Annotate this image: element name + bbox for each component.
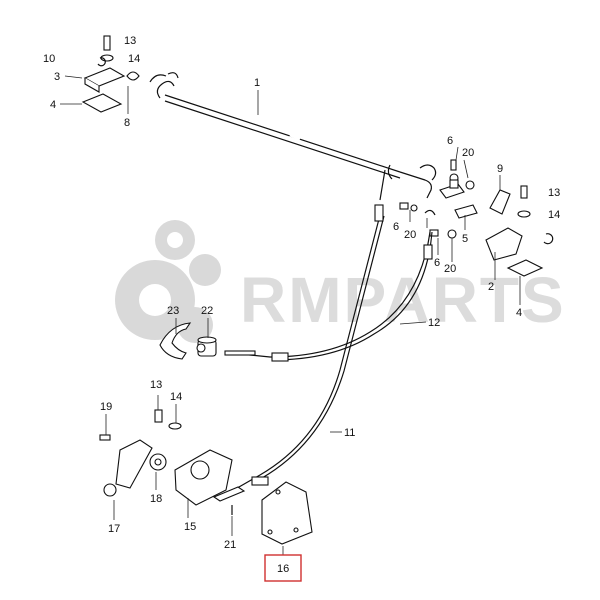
- callout-19: 19: [100, 401, 112, 413]
- callout-20a: 20: [462, 147, 474, 159]
- callout-14a: 14: [128, 53, 140, 65]
- part-16-plate: [261, 481, 313, 545]
- callout-21: 21: [224, 539, 236, 551]
- leader-lines: [60, 75, 521, 555]
- callouts: 1 2 3 4 4 5 6 6 6 8 9 10 11 12 13 13 13 …: [43, 35, 560, 575]
- bracket-assembly-left: [81, 35, 179, 113]
- callout-6a: 6: [447, 135, 453, 147]
- callout-9: 9: [497, 163, 503, 175]
- callout-5: 5: [462, 233, 468, 245]
- callout-4a: 4: [50, 99, 56, 111]
- callout-14b: 14: [548, 209, 560, 221]
- callout-16: 16: [277, 563, 289, 575]
- cable-12: [224, 231, 433, 362]
- callout-12: 12: [428, 317, 440, 329]
- callout-8: 8: [124, 117, 130, 129]
- callout-15: 15: [184, 521, 196, 533]
- callout-6c: 6: [434, 257, 440, 269]
- callout-20b: 20: [404, 229, 416, 241]
- callout-13a: 13: [124, 35, 136, 47]
- watermark-text: RMPARTS: [240, 264, 566, 336]
- lever-assembly: [99, 409, 246, 515]
- callout-3: 3: [54, 71, 60, 83]
- callout-18: 18: [150, 493, 162, 505]
- callout-11: 11: [344, 427, 355, 439]
- callout-23: 23: [167, 305, 179, 317]
- highlight-box-16[interactable]: [264, 554, 302, 582]
- callout-1: 1: [254, 77, 260, 89]
- bracket-assembly-right: [399, 159, 554, 277]
- callout-4b: 4: [516, 307, 522, 319]
- callout-10: 10: [43, 53, 55, 65]
- watermark-gear-icon: [115, 220, 221, 343]
- callout-14c: 14: [170, 391, 182, 403]
- callout-22: 22: [201, 305, 213, 317]
- callout-17: 17: [108, 523, 120, 535]
- callout-13c: 13: [150, 379, 162, 391]
- callout-13b: 13: [548, 187, 560, 199]
- cable-11: [224, 169, 386, 496]
- callout-6b: 6: [393, 221, 399, 233]
- callout-2: 2: [488, 281, 494, 293]
- part-1-rod: [156, 80, 437, 199]
- parts-22-23: [159, 322, 217, 360]
- callout-20c: 20: [444, 263, 456, 275]
